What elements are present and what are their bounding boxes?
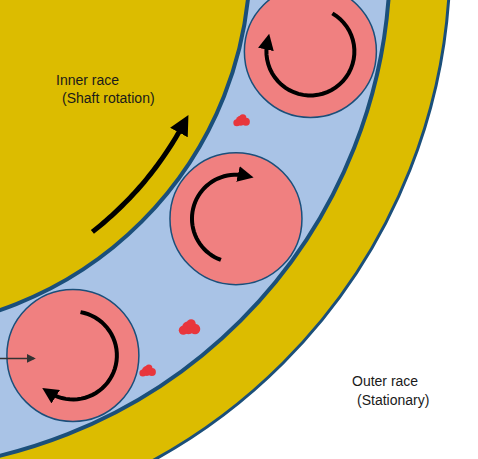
rotation-arrow	[266, 13, 354, 95]
part-label: (Stationary)	[357, 392, 429, 409]
pointer-arrow	[0, 358, 34, 360]
part-label: (Shaft rotation)	[62, 90, 155, 107]
shaft-rotation-arrow	[92, 122, 184, 232]
debris-particle	[233, 114, 250, 126]
part-label: Inner race	[56, 72, 119, 89]
outer-race	[0, 0, 450, 459]
rolling-ball	[170, 153, 302, 285]
rolling-ball	[244, 0, 376, 117]
part-label: Outer race	[352, 373, 418, 390]
rolling-ball	[7, 289, 139, 421]
debris-particle	[179, 319, 200, 335]
rotation-arrow	[48, 312, 117, 399]
lubricant-gap	[0, 0, 390, 459]
rotation-arrow	[192, 175, 247, 260]
debris-particle	[139, 364, 156, 376]
